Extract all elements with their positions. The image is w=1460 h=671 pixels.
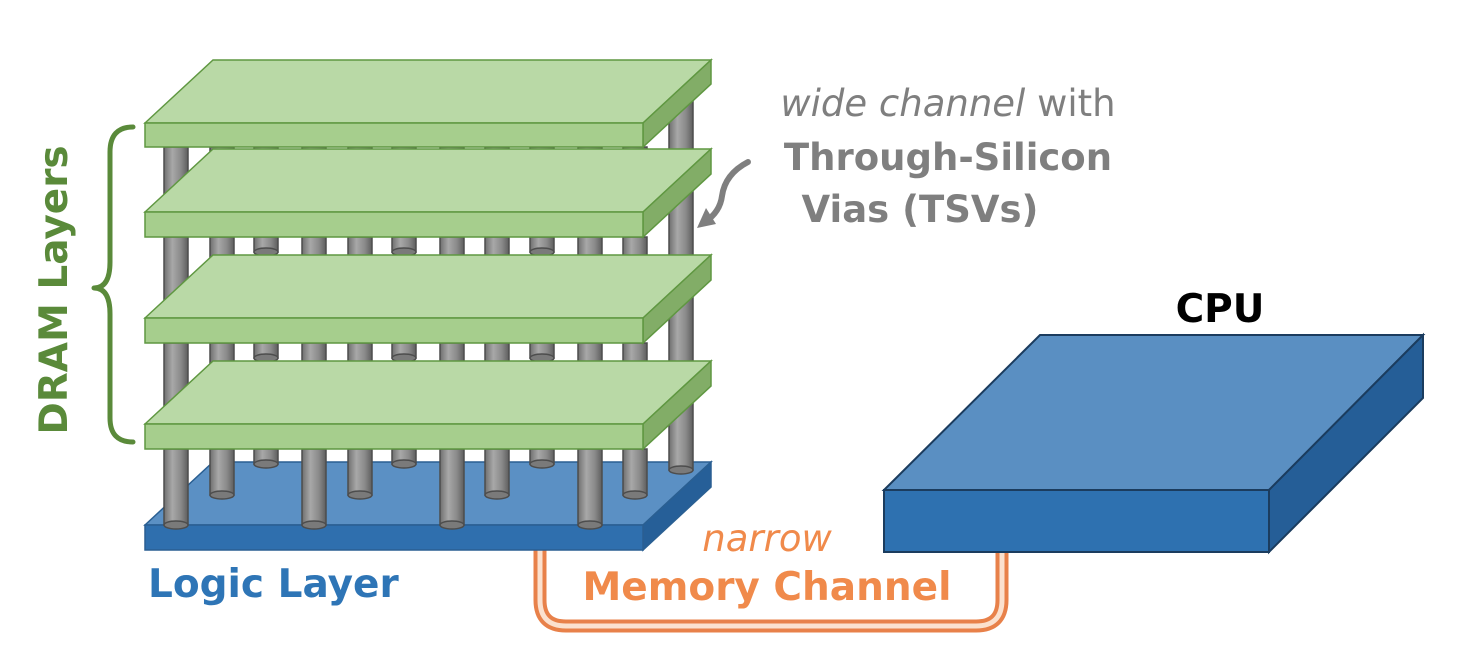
curved-arrow-icon (697, 159, 751, 228)
dram-layer-3 (143, 253, 713, 345)
channel-narrow-label: narrow (702, 517, 832, 560)
cpu-block (881, 332, 1426, 555)
dram-layer-top (143, 254, 713, 319)
tsv-caption-with: with (1025, 82, 1115, 125)
tsv-pillar (391, 448, 417, 469)
tsv-pillar (622, 448, 648, 500)
tsv-caption-line1: wide channel with (780, 82, 1115, 125)
tsv-pillar (439, 448, 465, 530)
tsv-caption-line3: Vias (TSVs) (802, 188, 1039, 231)
tsv-pillar (209, 448, 235, 500)
logic-layer-front (144, 524, 644, 551)
tsv-pillar (253, 236, 279, 257)
dram-layer-top (143, 360, 713, 425)
tsv-pillar (391, 342, 417, 363)
channel-name-label: Memory Channel (583, 565, 952, 610)
tsv-pillar (529, 448, 555, 469)
logic-layer-slab (143, 460, 713, 552)
curly-brace-icon (91, 124, 136, 445)
tsv-pillar (484, 448, 510, 500)
tsv-pillar (391, 236, 417, 257)
tsv-caption-italic: wide channel (780, 82, 1026, 125)
tsv-caption-line2: Through-Silicon (784, 136, 1112, 179)
dram-layer-4 (143, 359, 713, 451)
tsv-pillar (301, 448, 327, 530)
dram-layer-top (143, 148, 713, 213)
dram-layer-1 (143, 58, 713, 149)
cpu-label: CPU (1176, 287, 1265, 332)
logic-layer-label: Logic Layer (148, 562, 399, 607)
tsv-pillar (253, 342, 279, 363)
memory-channel-pipe-inner (537, 548, 1005, 629)
tsv-pillar (529, 342, 555, 363)
tsv-pillar (529, 236, 555, 257)
dram-layer-2 (143, 147, 713, 239)
dram-layer-front (144, 122, 644, 148)
tsv-pillar (163, 448, 189, 530)
tsv-pillar (347, 448, 373, 500)
tsv-pillar (253, 448, 279, 469)
dram-layer-front (144, 211, 644, 238)
dram-layer-front (144, 423, 644, 450)
dram-layers-label: DRAM Layers (32, 145, 77, 434)
dram-layer-top (143, 59, 713, 124)
cpu-front (883, 489, 1270, 553)
tsv-pillar (577, 448, 603, 530)
dram-layer-front (144, 317, 644, 344)
